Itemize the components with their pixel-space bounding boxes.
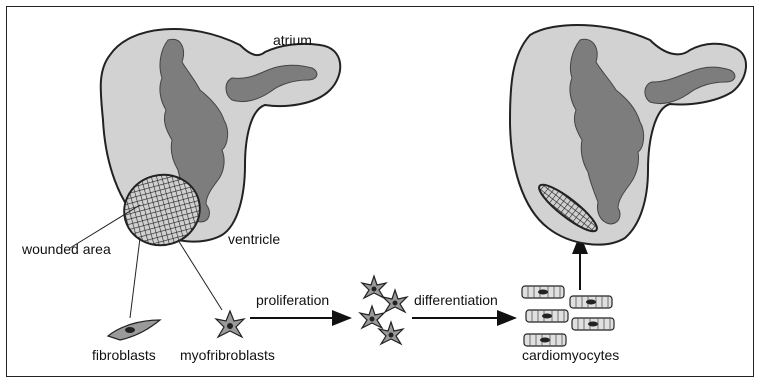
label-myofibroblasts: myofribroblasts bbox=[180, 347, 275, 363]
cardiomyocyte-cluster bbox=[522, 286, 614, 346]
myofibroblast-cell bbox=[216, 311, 244, 337]
regenerated-heart bbox=[510, 25, 746, 245]
label-ventricle: ventricle bbox=[228, 231, 280, 247]
label-fibroblasts: fibroblasts bbox=[92, 347, 156, 363]
myofibroblast-cluster bbox=[360, 276, 407, 344]
fibroblast-cell bbox=[108, 320, 160, 340]
myofibroblast-leader-line bbox=[178, 240, 222, 310]
label-atrium: atrium bbox=[273, 32, 312, 48]
label-cardiomyocytes: cardiomyocytes bbox=[522, 347, 619, 363]
label-differentiation: differentiation bbox=[414, 292, 498, 308]
fibroblast-leader-line bbox=[130, 238, 140, 318]
label-proliferation: proliferation bbox=[256, 292, 329, 308]
label-wounded-area: wounded area bbox=[21, 241, 111, 257]
injured-heart bbox=[101, 29, 341, 254]
